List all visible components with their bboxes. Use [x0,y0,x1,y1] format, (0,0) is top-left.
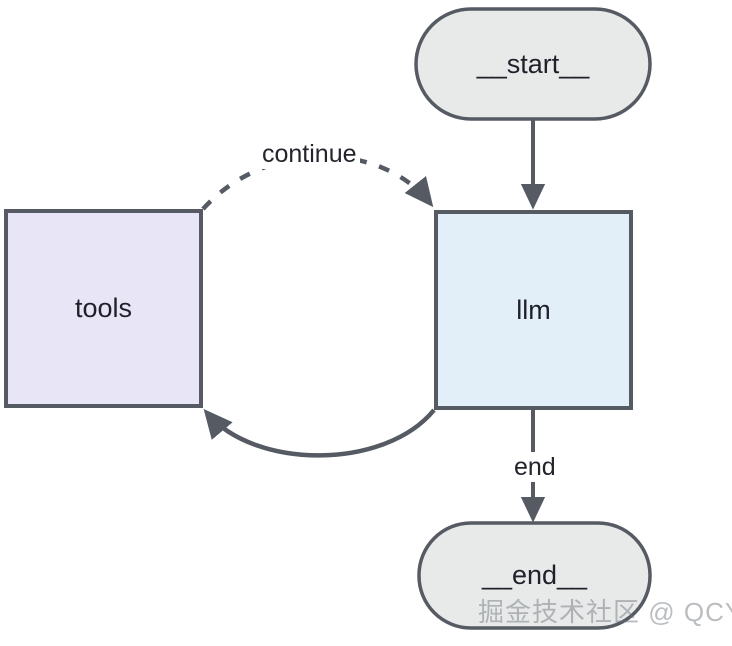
edge-llm-to-tools-path[interactable] [203,408,436,458]
edge-label-end: end [511,453,559,482]
node-end[interactable] [417,521,652,630]
node-llm[interactable] [434,210,633,410]
edge-tools-to-llm[interactable] [201,154,434,211]
node-end-shape[interactable] [417,521,652,630]
node-start-shape[interactable] [414,7,652,121]
edge-tools-to-llm-path[interactable] [201,154,434,211]
node-tools[interactable] [4,209,203,408]
node-llm-shape[interactable] [434,210,633,410]
node-tools-shape[interactable] [4,209,203,408]
edge-label-continue: continue [259,140,360,169]
node-start[interactable] [414,7,652,121]
edge-llm-to-tools[interactable] [203,408,436,458]
